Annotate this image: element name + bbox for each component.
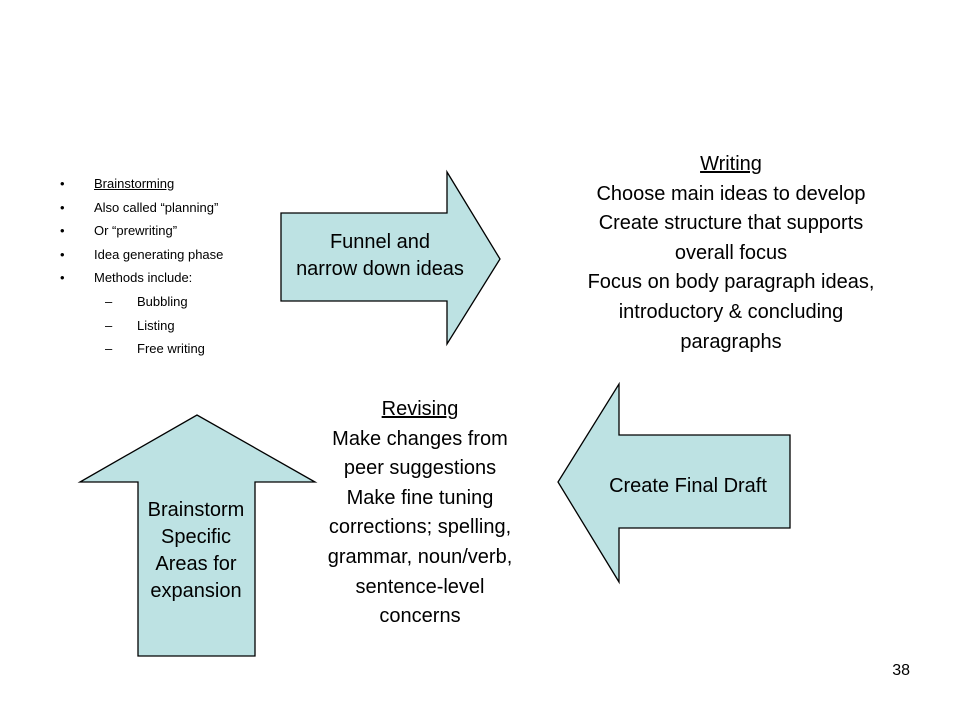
writing-line: Create structure that supports [598, 212, 864, 235]
right-arrow-icon [280, 169, 501, 347]
bullet-item: Or “prewriting” [60, 222, 300, 246]
writing-line: Focus on body paragraph ideas, [587, 271, 875, 294]
revising-line: corrections; spelling, [328, 516, 512, 539]
sub-bullet-item: Bubbling [60, 293, 300, 317]
funnel-arrow-label: Funnel and narrow down ideas [296, 231, 464, 280]
brainstorm-arrow-label: Brainstorm Specific Areas for expansion [147, 499, 245, 602]
bullet-item: Idea generating phase [60, 246, 300, 270]
writing-text-block: Writing Choose main ideas to develop Cre… [550, 150, 912, 357]
bullet-item: Brainstorming [60, 175, 300, 199]
revising-line: Make changes from [332, 427, 508, 450]
final-draft-arrow-label: Create Final Draft [609, 475, 767, 497]
brainstorming-bullet-list: BrainstormingAlso called “planning”Or “p… [60, 175, 300, 364]
writing-line: introductory & concluding [618, 300, 844, 323]
sub-bullet-item: Listing [60, 317, 300, 341]
left-arrow-icon [557, 381, 791, 585]
revising-line: grammar, noun/verb, [327, 545, 513, 568]
writing-line: paragraphs [680, 330, 782, 353]
revising-line: concerns [379, 605, 461, 628]
up-arrow-icon [77, 414, 318, 657]
writing-line: Choose main ideas to develop [596, 182, 866, 205]
revising-heading: Revising [381, 398, 459, 420]
revising-text-block: Revising Make changes from peer suggesti… [298, 395, 542, 632]
writing-heading: Writing [700, 153, 762, 175]
writing-line: overall focus [674, 241, 788, 264]
revising-line: sentence-level [355, 575, 485, 598]
bullet-item: Methods include: [60, 269, 300, 293]
bullet-item: Also called “planning” [60, 199, 300, 223]
sub-bullet-item: Free writing [60, 340, 300, 364]
revising-line: Make fine tuning [346, 486, 494, 509]
revising-line: peer suggestions [343, 457, 497, 480]
page-number: 38 [892, 662, 910, 679]
